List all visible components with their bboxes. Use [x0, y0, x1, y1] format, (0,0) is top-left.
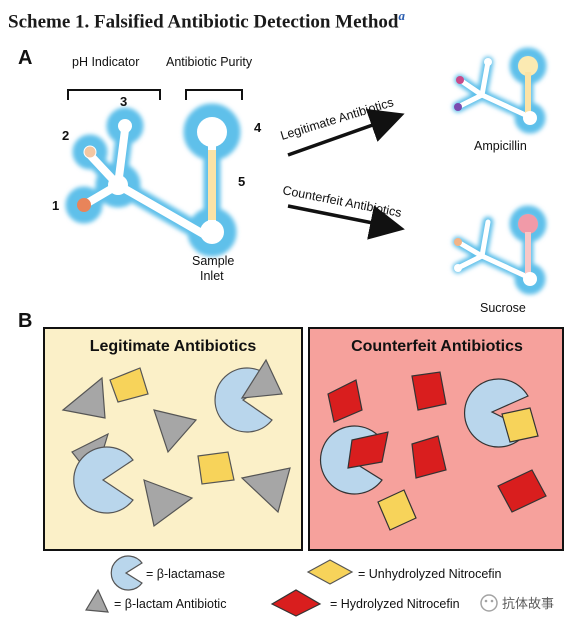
antibiotic-triangle-bound [240, 358, 283, 399]
number-4: 4 [254, 120, 262, 135]
legend-antibiotic-icon [84, 588, 109, 613]
legitimate-box [43, 327, 303, 551]
nitrocefin-hydrolyzed [347, 431, 389, 469]
legend-antibiotic-label: = β-lactam Antibiotic [114, 597, 226, 611]
number-3: 3 [120, 94, 127, 109]
legend-unhydrolyzed-label: = Unhydrolyzed Nitrocefin [358, 567, 502, 581]
legitimate-arrow-label: Legitimate Antibiotics [279, 95, 395, 143]
legend-hydrolyzed-icon [270, 589, 322, 617]
ph-indicator-bracket [67, 89, 161, 100]
counterfeit-box-title: Counterfeit Antibiotics [351, 338, 523, 355]
legitimate-box-title: Legitimate Antibiotics [90, 338, 257, 355]
antibiotic-purity-bracket [185, 89, 243, 100]
antibiotic-purity-label: Antibiotic Purity [166, 55, 253, 69]
legend-beta-lactamase-label: = β-lactamase [146, 567, 225, 581]
purity-channel [208, 150, 216, 220]
antibiotic-triangle [143, 479, 194, 528]
nitrocefin-unhydrolyzed [109, 367, 149, 403]
legend: = β-lactamase = β-lactam Antibiotic = Un… [84, 555, 502, 617]
panel-b-label: B [18, 310, 32, 332]
spot-2 [84, 146, 96, 158]
legend-beta-lactamase-icon [110, 555, 143, 591]
number-5: 5 [238, 174, 245, 189]
paper-device-main [65, 103, 241, 257]
watermark: 抗体故事 [480, 594, 554, 612]
nitrocefin-hydrolyzed [411, 371, 447, 411]
antibiotic-triangle [240, 467, 291, 514]
legend-hydrolyzed-label: = Hydrolyzed Nitrocefin [330, 597, 460, 611]
title-footnote: a [398, 8, 406, 23]
number-1: 1 [52, 198, 59, 213]
watermark-text: 抗体故事 [502, 596, 554, 611]
panel-a-label: A [18, 47, 32, 69]
result-sucrose-label: Sucrose [480, 301, 526, 315]
ph-indicator-label: pH Indicator [72, 55, 139, 69]
nitrocefin-hydrolyzed [327, 379, 363, 423]
nitrocefin-hydrolyzed [411, 435, 447, 479]
title-text: Scheme 1. Falsified Antibiotic Detection… [8, 11, 399, 33]
spot-1 [77, 198, 91, 212]
legitimate-contents [61, 358, 291, 528]
beta-lactamase-enzyme [73, 446, 134, 514]
watermark-icon [480, 594, 498, 612]
figure-title: Scheme 1. Falsified Antibiotic Detection… [8, 8, 568, 33]
nitrocefin-hydrolyzed [497, 469, 547, 513]
counterfeit-contents [319, 371, 547, 531]
sample-inlet-label-1: Sample [192, 254, 234, 268]
counterfeit-arrow [287, 204, 405, 240]
nitrocefin-unhydrolyzed [197, 451, 235, 485]
device-ampicillin [452, 47, 547, 134]
antibiotic-triangle [61, 376, 106, 419]
nitrocefin-unhydrolyzed [377, 489, 417, 531]
legitimate-arrow [287, 108, 405, 157]
result-ampicillin-label: Ampicillin [474, 139, 527, 153]
nitrocefin-unhydrolyzed [501, 407, 539, 443]
device-sucrose [452, 205, 547, 295]
sample-inlet-label-2: Inlet [200, 269, 224, 283]
legend-unhydrolyzed-icon [306, 559, 354, 585]
antibiotic-triangle [153, 409, 198, 454]
number-2: 2 [62, 128, 69, 143]
counterfeit-arrow-label: Counterfeit Antibiotics [281, 183, 402, 220]
